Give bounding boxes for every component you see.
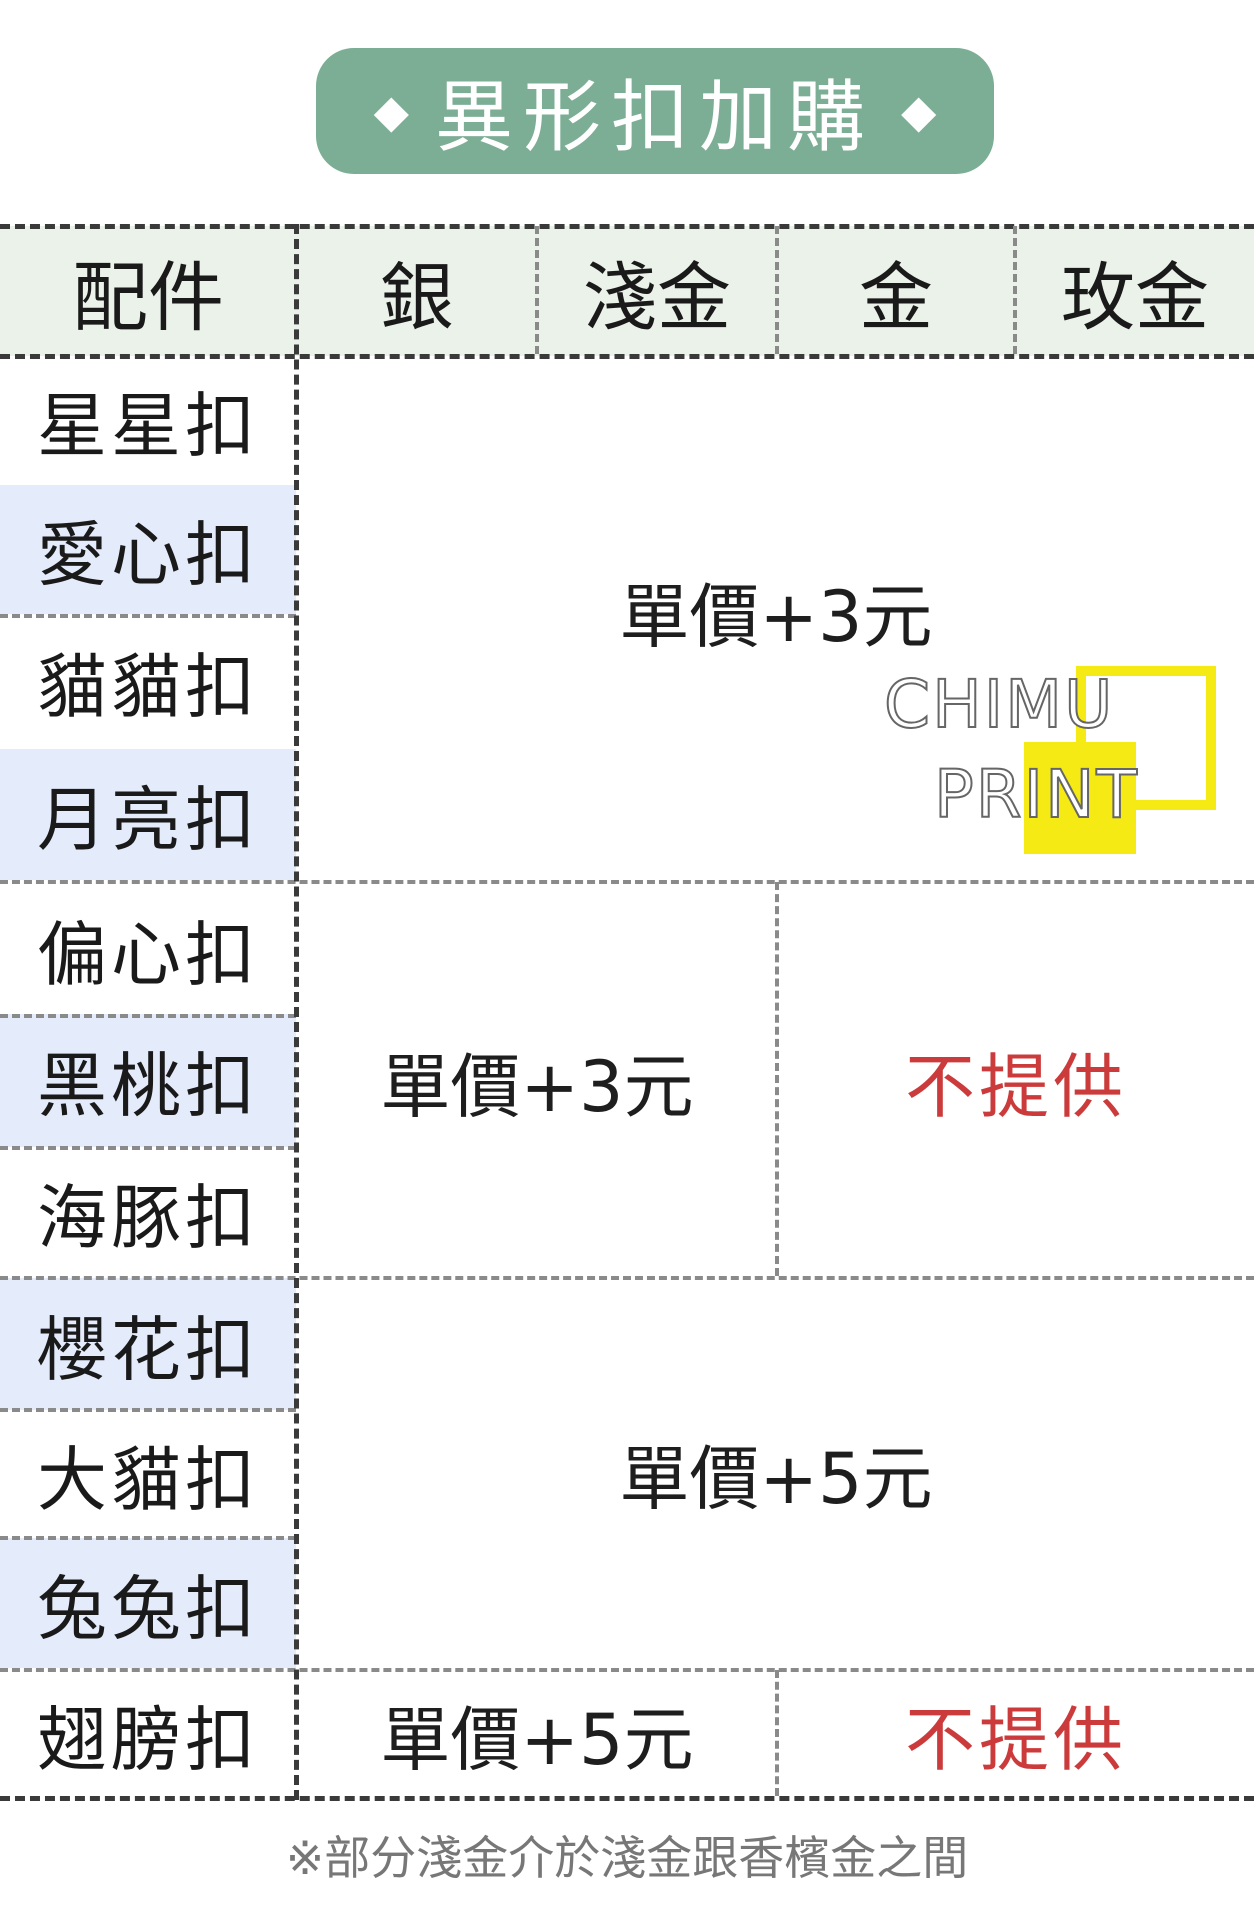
header-gold: 金 (859, 254, 933, 341)
page-title-text: 異形扣加購 (434, 73, 875, 163)
group-divider (0, 1276, 1254, 1280)
row-label: 兔兔扣 (0, 1538, 296, 1668)
header-column-divider (535, 226, 539, 354)
not-offered-group4: 不提供 (905, 1698, 1127, 1781)
header-light-gold: 淺金 (583, 254, 731, 341)
logo-line2: PRINT (933, 755, 1139, 834)
row-label: 海豚扣 (37, 1177, 259, 1259)
table-header (0, 226, 1254, 356)
diamond-icon: ◆ (373, 84, 409, 138)
column-divider (775, 1670, 779, 1796)
logo-line1: CHIMU (883, 665, 1115, 744)
row-divider (0, 1536, 296, 1540)
diamond-icon: ◆ (901, 84, 937, 138)
page-title: ◆ 異形扣加購 ◆ (316, 48, 994, 174)
row-label: 翅膀扣 (37, 1698, 259, 1781)
price-cell-group3: 單價+5元 (619, 1437, 933, 1520)
row-divider (0, 1408, 296, 1412)
row-label: 貓貓扣 (37, 646, 259, 728)
row-label: 星星扣 (37, 385, 259, 467)
row-label: 愛心扣 (0, 485, 296, 614)
row-divider (0, 614, 296, 618)
row-divider (0, 1014, 296, 1018)
header-column-divider (775, 226, 779, 354)
logo-square-outline (1076, 666, 1216, 810)
price-cell-group1: 單價+3元 (619, 575, 933, 658)
row-label: 大貓扣 (37, 1438, 259, 1521)
not-offered-group2: 不提供 (905, 1045, 1127, 1128)
row-label: 黑桃扣 (0, 1014, 296, 1147)
label-column-divider (294, 224, 299, 1800)
logo-square-fill (1024, 742, 1136, 854)
footnote: ※部分淺金介於淺金跟香檳金之間 (285, 1831, 969, 1885)
price-cell-group2-silver: 單價+3元 (380, 1045, 694, 1128)
header-accessory: 配件 (72, 253, 224, 342)
group-divider (0, 880, 1254, 884)
header-silver: 銀 (380, 254, 454, 341)
row-label: 月亮扣 (0, 749, 296, 880)
row-label: 偏心扣 (37, 913, 259, 996)
price-cell-group4-silver: 單價+5元 (380, 1698, 694, 1781)
column-divider (775, 882, 779, 1276)
chimu-print-logo: CHIMU PRINT (876, 665, 1236, 866)
row-divider (0, 1146, 296, 1150)
header-divider (0, 354, 1254, 359)
row-label: 櫻花扣 (0, 1278, 296, 1410)
header-rose-gold: 玫金 (1061, 254, 1209, 341)
table-border-top (0, 224, 1254, 229)
table-border-bottom (0, 1796, 1254, 1801)
header-column-divider (1013, 226, 1017, 354)
group-divider (0, 1668, 1254, 1672)
